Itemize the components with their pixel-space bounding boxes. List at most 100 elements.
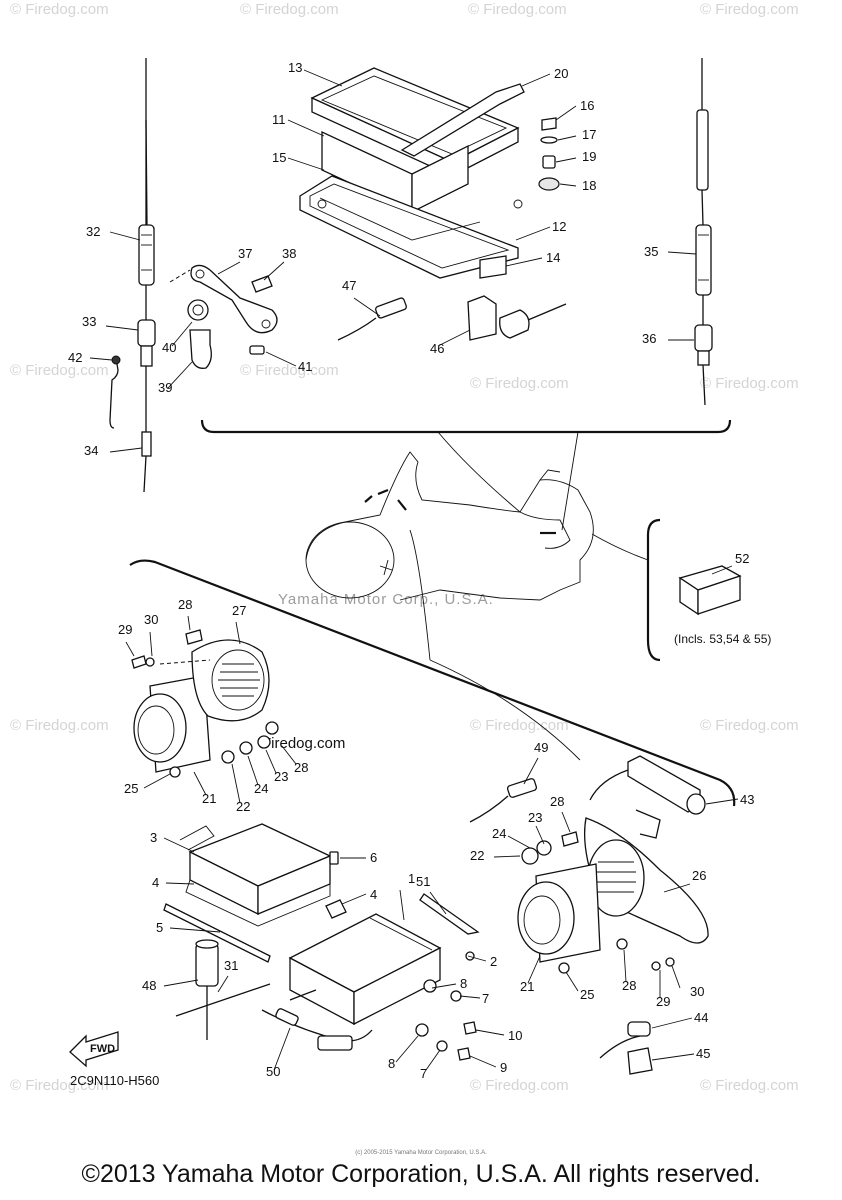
callout-25: 25 <box>124 781 138 796</box>
center-watermark: Yamaha Motor Corp., U.S.A. <box>278 591 494 608</box>
callout-leader <box>557 135 577 141</box>
callout-leader <box>263 261 285 281</box>
fwd-arrow: FWD <box>69 1031 119 1068</box>
callout-leader <box>143 773 171 789</box>
callout-leader <box>671 965 681 989</box>
callout-leader <box>425 1049 441 1071</box>
watermark: © Firedog.com <box>10 1077 109 1094</box>
inline-watermark: Firedog.com <box>262 735 345 752</box>
callout-21: 21 <box>520 979 534 994</box>
leader-arrow <box>437 431 521 513</box>
callout-25: 25 <box>580 987 594 1002</box>
callout-50: 50 <box>266 1064 280 1079</box>
callout-leader <box>281 745 297 765</box>
callout-15: 15 <box>272 150 286 165</box>
clip-42 <box>109 357 119 429</box>
watermark: © Firedog.com <box>700 717 799 734</box>
callout-28: 28 <box>178 597 192 612</box>
callout-51: 51 <box>416 874 430 889</box>
callout-leader <box>399 889 405 921</box>
watermark: © Firedog.com <box>700 375 799 392</box>
upper-bracket <box>200 419 732 434</box>
callout-leader <box>437 329 471 347</box>
callout-6: 6 <box>370 850 377 865</box>
motorcycle-outline <box>305 451 594 601</box>
callout-leader <box>623 949 627 983</box>
callout-19: 19 <box>582 149 596 164</box>
watermark-layer: © Firedog.com © Firedog.com © Firedog.co… <box>10 1 799 1094</box>
callout-4: 4 <box>370 887 377 902</box>
callout-39: 39 <box>158 380 172 395</box>
callout-leader <box>303 69 343 87</box>
callout-leader <box>167 361 193 389</box>
callout-30: 30 <box>690 984 704 999</box>
callout-leader <box>705 798 739 805</box>
callout-leader <box>469 1055 497 1068</box>
note-52: (Incls. 53,54 & 55) <box>674 632 772 646</box>
copyright-notice: ©2013 Yamaha Motor Corporation, U.S.A. A… <box>81 1160 761 1188</box>
callout-leader <box>163 979 199 987</box>
speaker-left <box>131 629 279 778</box>
callout-24: 24 <box>492 826 506 841</box>
callout-leader <box>663 883 691 893</box>
callout-46: 46 <box>430 341 444 356</box>
leader-arrow <box>591 533 649 561</box>
callout-leader <box>535 825 545 845</box>
callout-leader <box>149 631 153 657</box>
callout-31: 31 <box>224 958 238 973</box>
callout-leader <box>109 447 143 453</box>
callout-leader <box>467 955 487 962</box>
callout-13: 13 <box>288 60 302 75</box>
callout-43: 43 <box>740 792 754 807</box>
watermark: © Firedog.com <box>240 1 339 18</box>
callout-8: 8 <box>460 976 467 991</box>
callout-23: 23 <box>528 810 542 825</box>
callout-29: 29 <box>118 622 132 637</box>
plug-49 <box>469 795 509 823</box>
callout-leader <box>247 755 259 786</box>
callout-22: 22 <box>470 848 484 863</box>
callout-23: 23 <box>274 769 288 784</box>
small-print: (c) 2005-2015 Yamaha Motor Corporation, … <box>355 1150 487 1156</box>
callout-2: 2 <box>490 954 497 969</box>
callout-7: 7 <box>482 991 489 1006</box>
part-52-cube <box>678 565 742 616</box>
callout-leader <box>89 357 113 361</box>
callout-leader <box>521 73 551 87</box>
callout-leader <box>515 226 551 241</box>
callout-leader <box>395 1035 419 1063</box>
callout-leader <box>493 855 521 858</box>
callout-10: 10 <box>508 1028 522 1043</box>
callout-leader <box>651 1017 693 1029</box>
callout-47: 47 <box>342 278 356 293</box>
callout-leader <box>169 927 221 933</box>
callout-leader <box>125 641 135 657</box>
callout-leader <box>555 157 577 163</box>
callout-18: 18 <box>582 178 596 193</box>
callout-29: 29 <box>656 994 670 1009</box>
antenna-right <box>694 58 713 406</box>
callout-leader <box>109 231 141 241</box>
watermark: © Firedog.com <box>470 1077 569 1094</box>
leader-arrow <box>429 659 581 761</box>
speaker-right <box>517 817 709 974</box>
watermark: © Firedog.com <box>10 1 109 18</box>
bracket-51 <box>419 893 480 935</box>
callout-22: 22 <box>236 799 250 814</box>
callout-leader <box>527 955 541 984</box>
watermark: © Firedog.com <box>10 362 109 379</box>
callout-leader <box>217 975 229 993</box>
callout-12: 12 <box>552 219 566 234</box>
callout-1: 1 <box>408 871 415 886</box>
callout-30: 30 <box>144 612 158 627</box>
callout-leader <box>105 325 139 331</box>
watermark: © Firedog.com <box>470 717 569 734</box>
bracket-52 <box>646 518 661 662</box>
watermark: © Firedog.com <box>700 1 799 18</box>
callout-leader <box>287 157 325 171</box>
callout-49: 49 <box>534 740 548 755</box>
callout-leader <box>431 983 457 989</box>
callout-38: 38 <box>282 246 296 261</box>
